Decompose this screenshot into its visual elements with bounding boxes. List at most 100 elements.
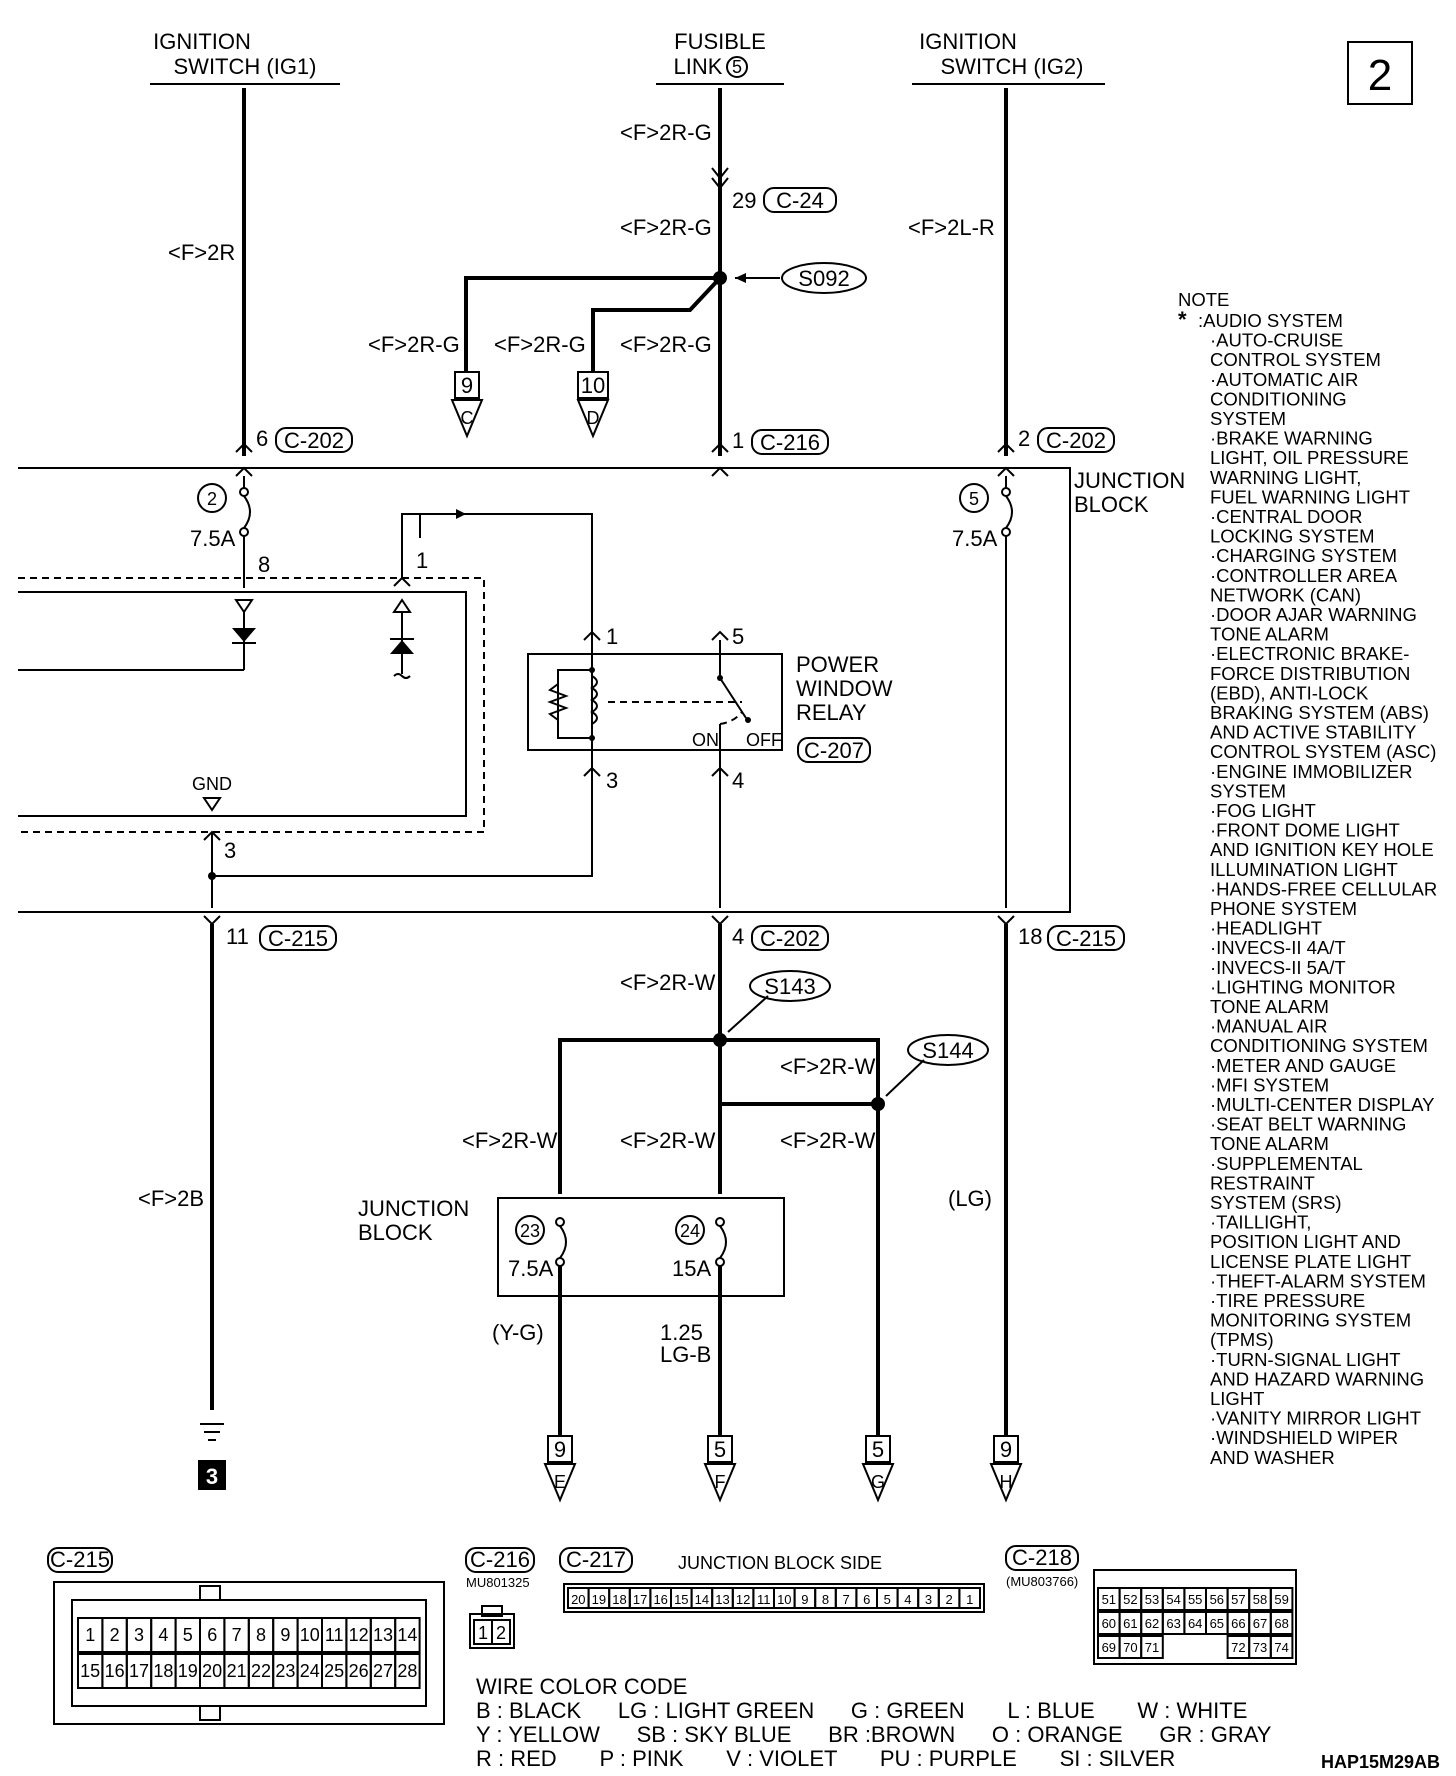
note-item: SYSTEM (SRS): [1210, 1192, 1342, 1213]
terminal-e-arrow: [543, 1463, 577, 1503]
c218-pin-cell: [1269, 1611, 1294, 1635]
c215-pin-label: 18: [153, 1661, 173, 1681]
c217-pin-label: 8: [822, 1592, 829, 1607]
fuse23-terminal-top: [555, 1217, 565, 1227]
terminal-g: 5 G: [861, 1435, 895, 1503]
fuse23-number: 23: [520, 1221, 540, 1241]
c217-pin-label: 2: [945, 1592, 952, 1607]
gnd-junction-dot: [208, 872, 216, 880]
terminal-f: 5 F: [703, 1435, 737, 1503]
c215-left-label: C-215: [268, 926, 328, 951]
c217-pin-label: 18: [612, 1592, 626, 1607]
c217-pin-label: 17: [633, 1592, 647, 1607]
fuse23-element: [559, 1225, 567, 1259]
c215-pin-label: 23: [275, 1661, 295, 1681]
terminal-e-letter: E: [554, 1472, 566, 1492]
pin-1-unit: 1: [416, 548, 428, 573]
terminal-d: 10 D: [576, 371, 610, 439]
fuse24-terminal-top: [715, 1217, 725, 1227]
c215-latch-top: [199, 1585, 221, 1601]
c215-outer-shell: [53, 1581, 445, 1725]
document-code: HAP15M29AB: [1321, 1752, 1440, 1772]
note-item: ·MFI SYSTEM: [1210, 1074, 1329, 1095]
c215-pin-label: 28: [397, 1661, 417, 1681]
note-item: SYSTEM: [1210, 408, 1286, 429]
wire-label-g: <F>2R-W: [780, 1128, 876, 1153]
fuse5-terminal-bottom: [1001, 527, 1011, 537]
note-item: ILLUMINATION LIGHT: [1210, 859, 1398, 880]
note-item: :AUDIO SYSTEM: [1198, 310, 1343, 331]
pin-29: 29: [732, 188, 756, 213]
fusible-number-circle: [726, 56, 748, 78]
gnd-arrow: [202, 797, 222, 812]
note-item: ·ENGINE IMMOBILIZER: [1210, 761, 1413, 782]
s143-oval: [749, 970, 831, 1002]
c218-pin-label: 62: [1145, 1616, 1159, 1631]
fuse2-element: [243, 495, 251, 529]
wire-label-relay-out: <F>2R-W: [620, 970, 716, 995]
terminal-c-num: 9: [461, 373, 473, 398]
s092-oval: [781, 262, 867, 294]
s144-pointer: [885, 1059, 925, 1097]
terminal-h: 9 H: [989, 1435, 1023, 1503]
note-item: AND IGNITION KEY HOLE: [1210, 839, 1434, 860]
note-star: *: [1178, 307, 1187, 332]
c218-pin-label: 66: [1231, 1616, 1245, 1631]
fuse5-number-circle: [959, 483, 989, 513]
relay-pin4-chevron: [711, 766, 729, 777]
note-item: ·MULTI-CENTER DISPLAY: [1210, 1094, 1434, 1115]
c215-pin-label: 11: [325, 1625, 344, 1645]
c215-pin-label: 6: [207, 1625, 217, 1645]
note-item: TONE ALARM: [1210, 1133, 1329, 1154]
ground-ref: 3: [206, 1464, 218, 1489]
c215-right-label-box: [1047, 925, 1125, 951]
c215-pin-label: 21: [227, 1661, 247, 1681]
c217-pin-label: 14: [695, 1592, 709, 1607]
c218-pin-label: 63: [1166, 1616, 1180, 1631]
c218-view-label-box: [1005, 1545, 1079, 1571]
fuse2-terminal-top: [239, 487, 249, 497]
wire-label-lgb: LG-B: [660, 1342, 711, 1367]
pin-18: 18: [1018, 924, 1042, 949]
c202-pin4-chevron: [711, 915, 729, 926]
c218-pin-label: 70: [1123, 1640, 1137, 1655]
c216-label: C-216: [760, 430, 820, 455]
wire-label-fusible-mid: <F>2R-G: [620, 215, 712, 240]
page-number: 2: [1368, 51, 1392, 100]
terminal-d-arrow: [576, 399, 610, 439]
terminal-c-num-box: [454, 371, 480, 399]
note-item: ·MANUAL AIR: [1210, 1016, 1328, 1037]
terminal-c: 9 C: [450, 371, 484, 439]
fuse23-number-circle: [515, 1215, 545, 1245]
terminal-c-letter: C: [461, 408, 474, 428]
note-item: ·AUTOMATIC AIR: [1210, 369, 1358, 390]
c202-pin2-chevron: [997, 442, 1015, 453]
c24-connector-symbol: [711, 167, 729, 190]
c215-pin-label: 4: [158, 1625, 168, 1645]
c217-pin-label: 11: [757, 1592, 771, 1607]
c215-pin-cell: [394, 1617, 421, 1653]
note-item: ·HANDS-FREE CELLULAR: [1210, 878, 1437, 899]
c218-pin-label: 68: [1274, 1616, 1288, 1631]
note-item: ·CHARGING SYSTEM: [1210, 545, 1397, 566]
note-item: ·TIRE PRESSURE: [1210, 1290, 1365, 1311]
header-fusible: FUSIBLE LINK 5: [656, 29, 784, 85]
note-item: (EBD), ANTI-LOCK: [1210, 682, 1369, 703]
s092-arrow: [735, 273, 746, 283]
c217-pin-label: 3: [925, 1592, 932, 1607]
c215-pin-label: 17: [129, 1661, 149, 1681]
fuse24-amp: 15A: [672, 1256, 711, 1281]
wire-label-s144-feed: <F>2R-W: [780, 1054, 876, 1079]
c217-pin-label: 9: [801, 1592, 808, 1607]
note-item: PHONE SYSTEM: [1210, 898, 1357, 919]
c218-pin-cell: [1269, 1587, 1294, 1611]
relay-pin-5: 5: [732, 624, 744, 649]
c218-pin-label: 57: [1231, 1592, 1245, 1607]
diode1-body: [232, 628, 256, 642]
c202-left-label-box: [275, 427, 353, 453]
fuse2-number-circle: [197, 483, 227, 513]
signal-arrow-line: [419, 513, 466, 538]
